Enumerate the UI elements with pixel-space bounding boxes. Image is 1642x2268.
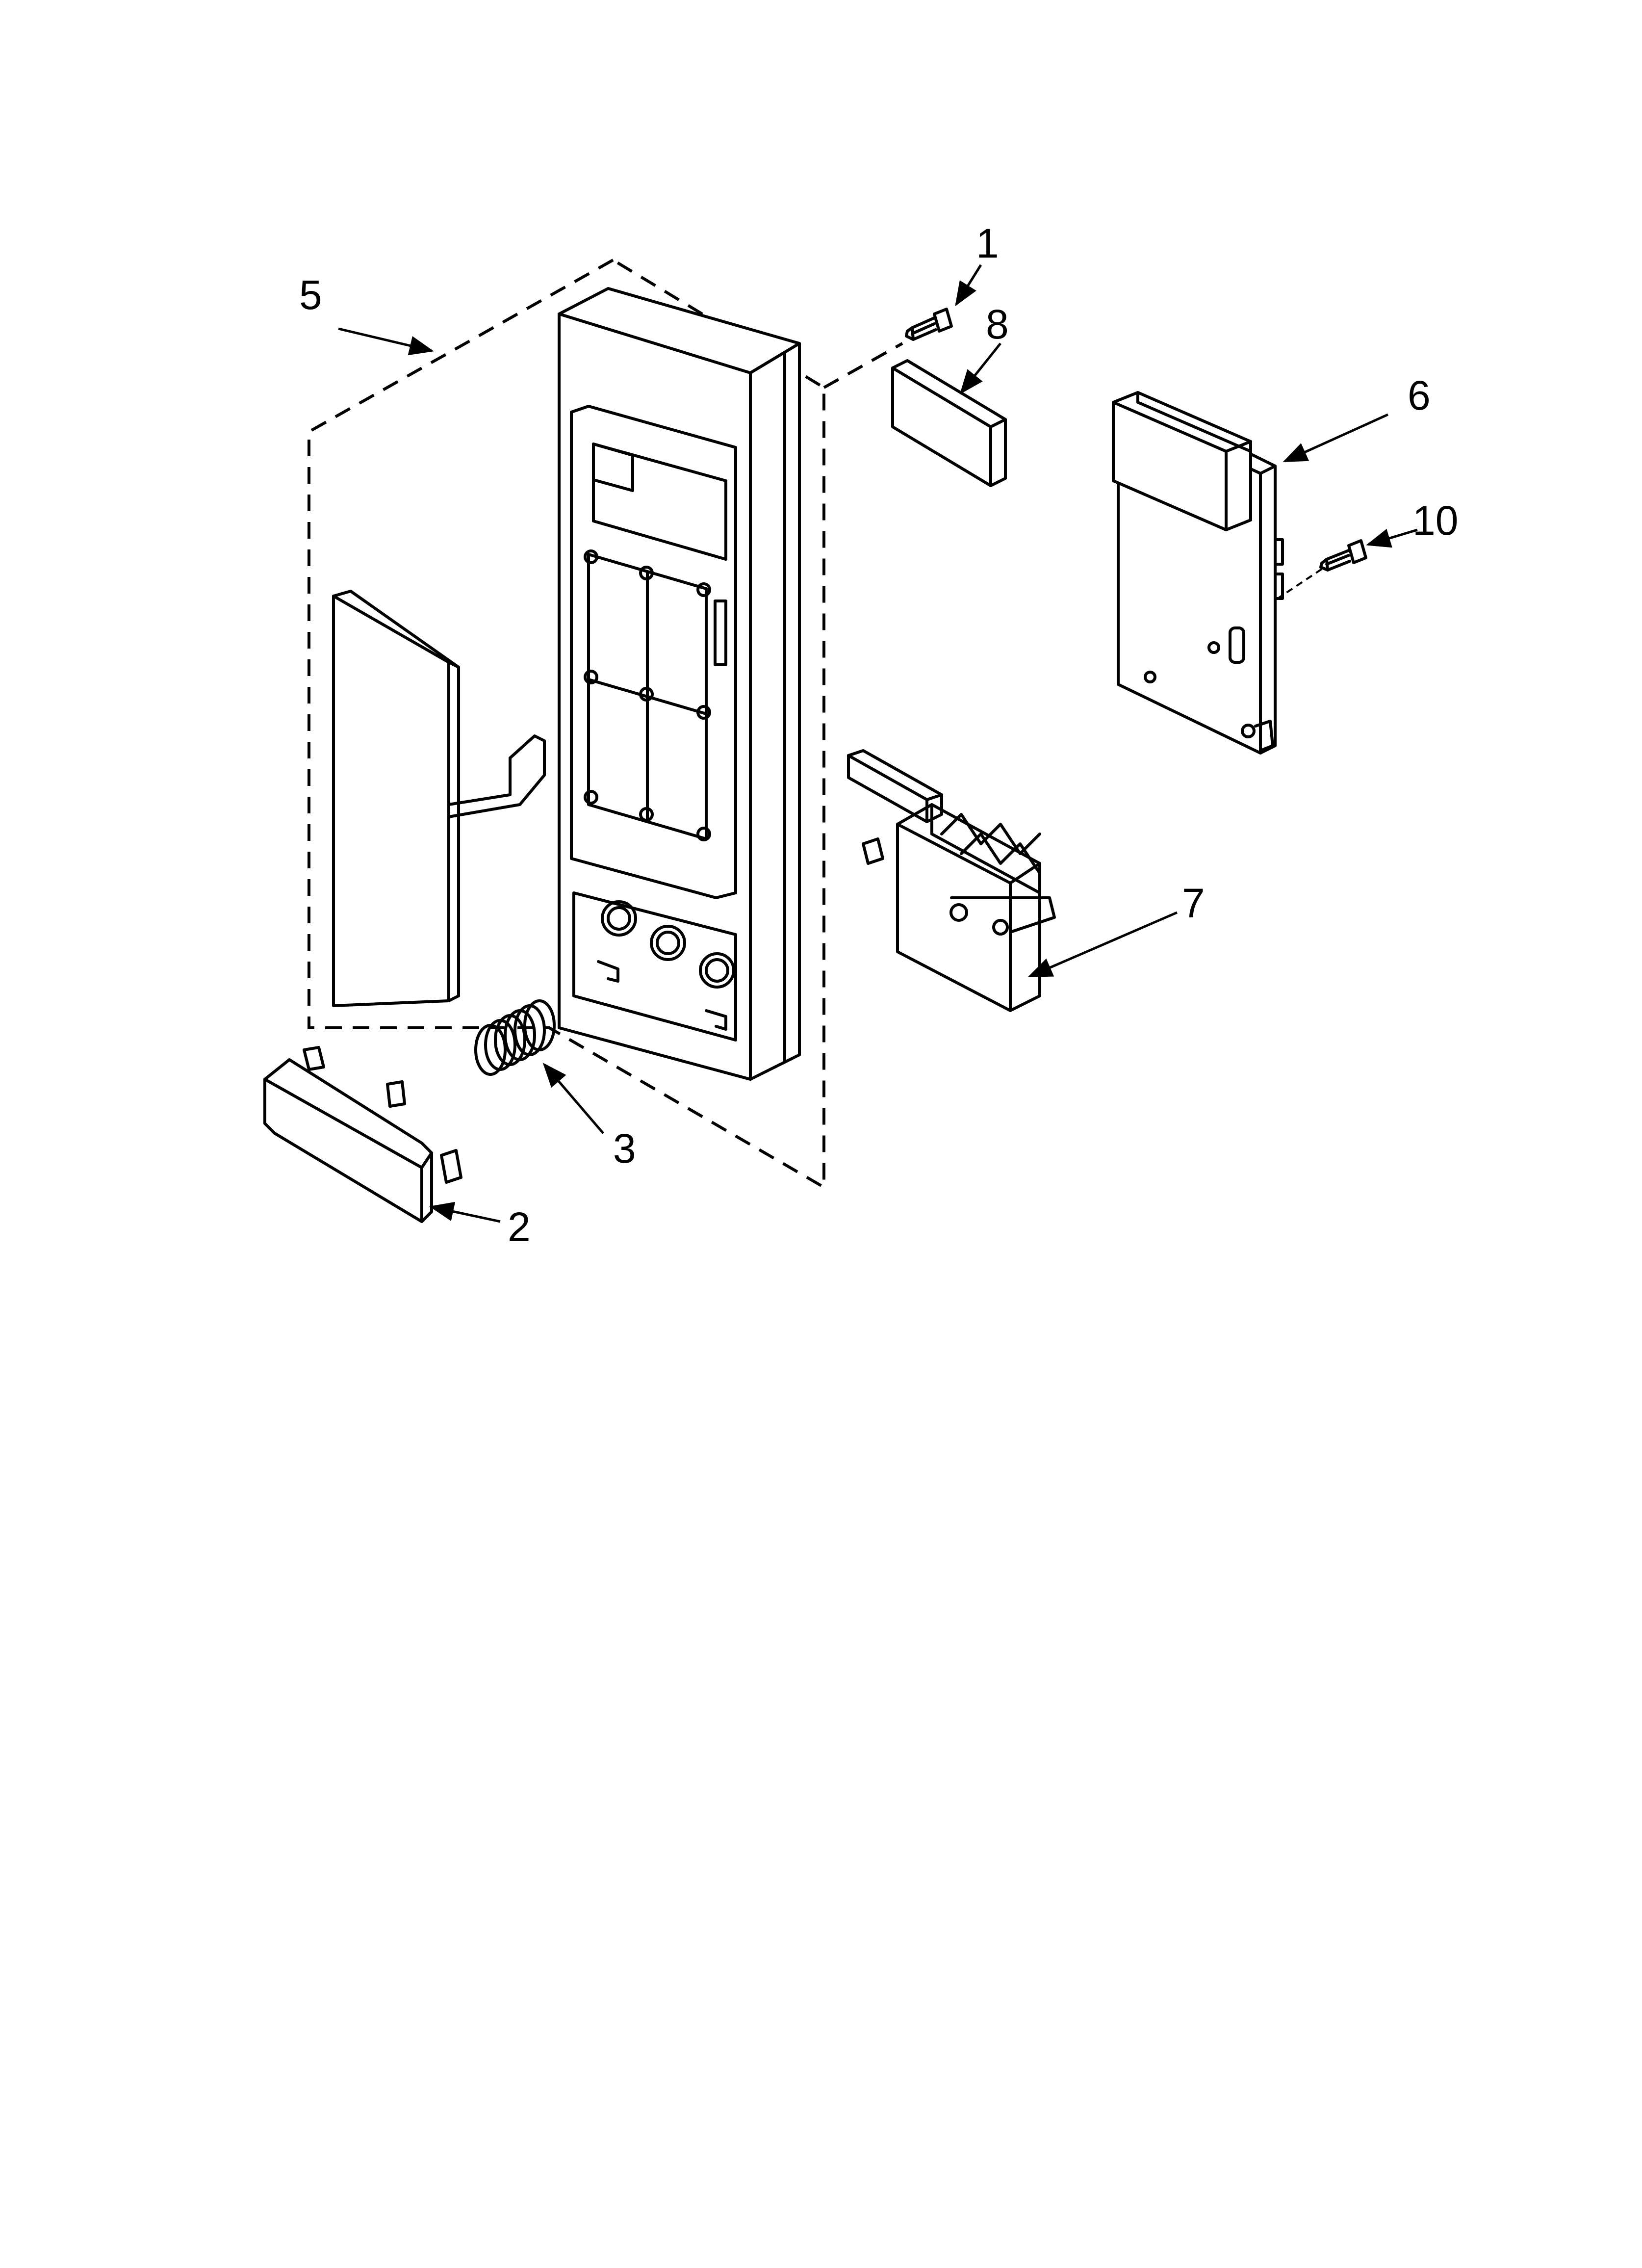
callout-5: 5 [299, 272, 322, 318]
latch-bracket-part [847, 749, 1056, 1012]
screw-part-10 [1277, 539, 1367, 600]
callout-10: 10 [1412, 497, 1458, 544]
spring-part [474, 999, 556, 1076]
callout-3: 3 [613, 1125, 636, 1172]
pad-part [891, 359, 1007, 487]
callout-labels: 5 1 8 6 10 7 3 2 [299, 220, 1458, 1250]
callout-6: 6 [1408, 372, 1431, 418]
callout-2: 2 [508, 1204, 531, 1250]
control-board-part [1112, 391, 1284, 755]
leader-lines [338, 264, 1418, 1223]
membrane-overlay [332, 590, 546, 1007]
callout-1: 1 [976, 220, 999, 266]
screw-part-1 [905, 308, 953, 341]
door-release-button-part [263, 1046, 462, 1223]
assembly-boundary-dashed [308, 258, 903, 1190]
callout-8: 8 [986, 301, 1009, 347]
control-panel-frame [558, 287, 801, 1081]
callout-7: 7 [1182, 880, 1205, 926]
